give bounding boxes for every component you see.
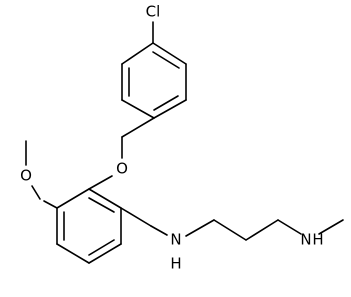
double-bond — [88, 197, 115, 213]
bond — [213, 219, 247, 241]
bond — [56, 243, 90, 264]
methoxyphenyl-ring — [56, 188, 122, 264]
bond — [318, 219, 344, 235]
bond — [121, 42, 154, 65]
bond — [88, 188, 122, 209]
bond — [31, 185, 41, 200]
chlorine-label: Cl — [146, 3, 161, 21]
ether-oxygen-label: O — [116, 160, 128, 178]
bond — [277, 219, 302, 235]
double-bond — [152, 51, 180, 69]
bond — [56, 188, 90, 209]
bond — [150, 225, 168, 236]
bond — [153, 99, 187, 119]
double-bond — [153, 95, 179, 111]
amine-n-label: N — [170, 231, 181, 249]
bond — [43, 200, 58, 209]
double-bond — [88, 239, 115, 256]
methylamine-nh-h-label: H — [312, 231, 323, 249]
bond — [245, 219, 279, 241]
bond — [185, 219, 215, 237]
bond — [120, 207, 152, 227]
methylamine-nh-n-label: N — [300, 231, 311, 249]
bond — [121, 117, 155, 138]
methoxy-oxygen-label: O — [20, 167, 32, 185]
bond — [121, 99, 155, 119]
bond — [88, 175, 113, 190]
bond — [88, 243, 122, 264]
bond — [152, 42, 187, 65]
amine-h-label: H — [170, 255, 181, 273]
chlorophenyl-ring — [121, 42, 187, 119]
